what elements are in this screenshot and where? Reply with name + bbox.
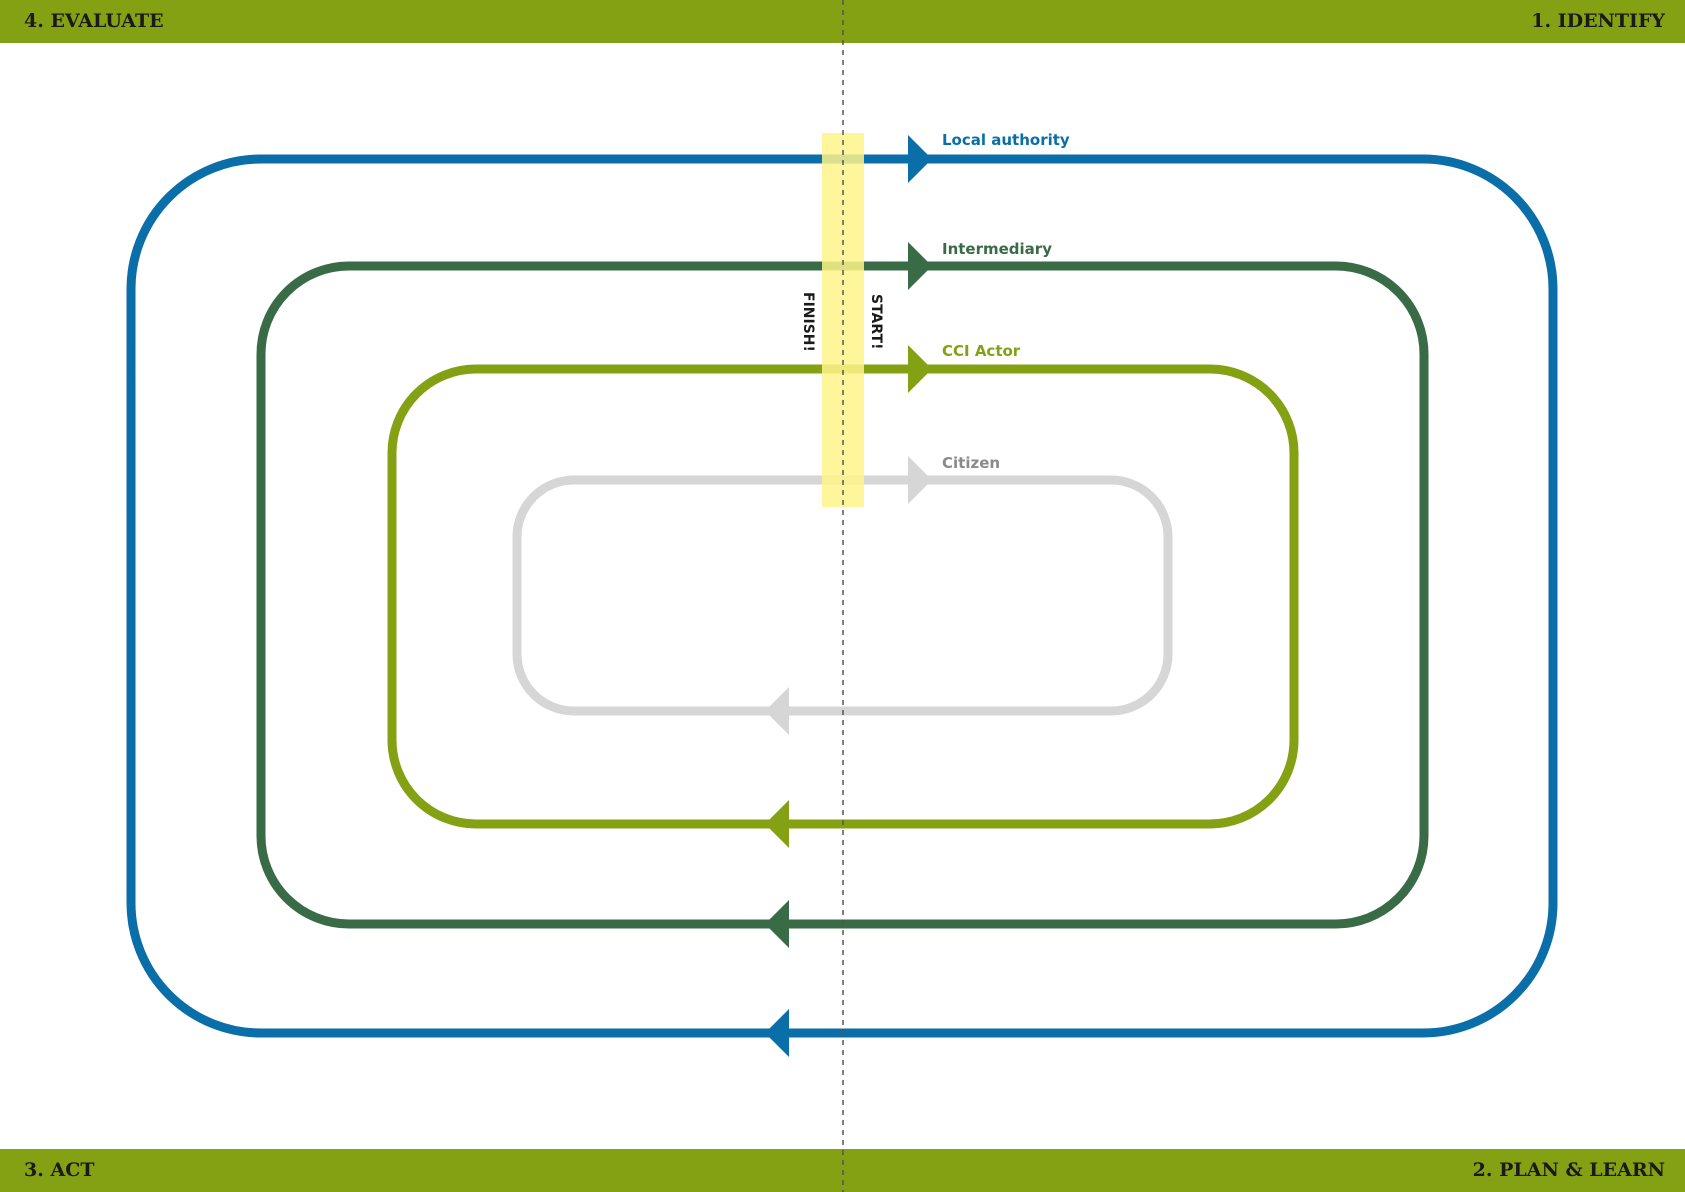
loop-cci-actor-return-arrow <box>765 800 789 848</box>
phase-plan-learn-label: 2. PLAN & LEARN <box>1472 1159 1665 1181</box>
loop-intermediary-forward-arrow <box>908 242 932 290</box>
loop-local-authority-forward-arrow <box>908 135 932 183</box>
top-phase-band: 4. EVALUATE 1. IDENTIFY <box>0 0 1685 43</box>
loop-citizen-forward-arrow <box>908 456 932 504</box>
finish-marker: FINISH! <box>800 292 816 352</box>
phase-act-label: 3. ACT <box>24 1159 95 1181</box>
phase-identify-label: 1. IDENTIFY <box>1531 10 1665 32</box>
phase-evaluate-label: 4. EVALUATE <box>24 10 164 32</box>
loop-intermediary-label: Intermediary <box>942 240 1052 258</box>
start-marker: START! <box>868 294 884 349</box>
loop-cci-actor-forward-arrow <box>908 345 932 393</box>
loop-intermediary-return-arrow <box>765 900 789 948</box>
loop-cci-actor-label: CCI Actor <box>942 342 1021 360</box>
loop-citizen-return-arrow <box>765 687 789 735</box>
loop-local-authority-label: Local authority <box>942 131 1070 149</box>
loop-local-authority-return-arrow <box>765 1009 789 1057</box>
loop-citizen-label: Citizen <box>942 454 1000 472</box>
